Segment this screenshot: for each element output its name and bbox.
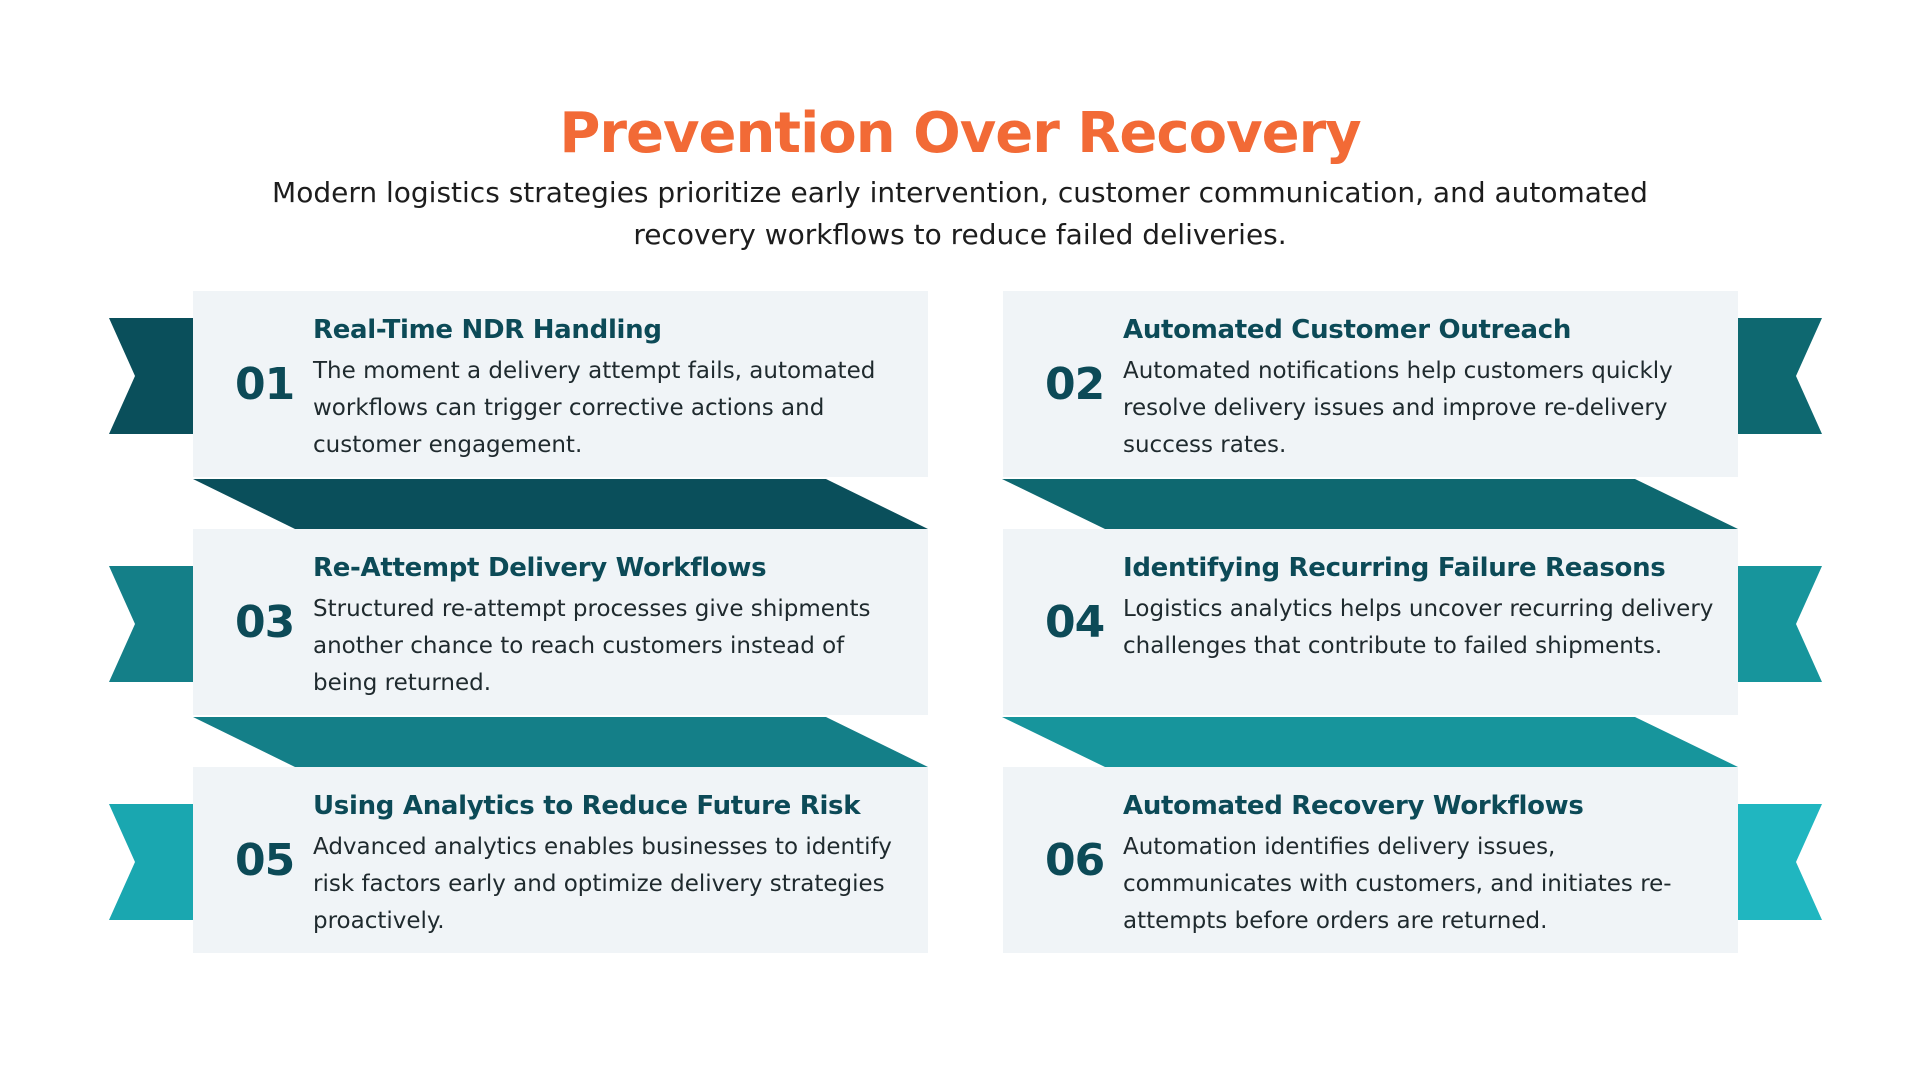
page-subtitle: Modern logistics strategies prioritize e… xyxy=(272,176,1648,251)
step-card-05: 05 Using Analytics to Reduce Future Risk… xyxy=(193,767,928,953)
step-title: Automated Customer Outreach xyxy=(1123,315,1572,345)
step-title: Automated Recovery Workflows xyxy=(1123,791,1584,821)
step-number: 03 xyxy=(235,596,295,648)
ribbon-tail-left-1 xyxy=(109,318,193,434)
step-number: 04 xyxy=(1045,596,1105,648)
step-title: Real-Time NDR Handling xyxy=(313,315,662,345)
ribbon-tail-left-2 xyxy=(109,566,193,682)
step-text: Advanced analytics enables businesses to… xyxy=(313,834,892,934)
step-text: Automation identifies delivery issues, c… xyxy=(1123,834,1672,934)
ribbon-fold-right-1 xyxy=(1002,479,1738,529)
step-number: 05 xyxy=(235,834,295,886)
step-text: Automated notifications help customers q… xyxy=(1123,358,1673,458)
ribbon-tail-right-3 xyxy=(1738,804,1822,920)
page-title: Prevention Over Recovery xyxy=(559,101,1361,166)
step-card-06: 06 Automated Recovery Workflows Automati… xyxy=(1003,767,1738,953)
step-card-03: 03 Re-Attempt Delivery Workflows Structu… xyxy=(193,529,928,715)
step-text: The moment a delivery attempt fails, aut… xyxy=(313,358,876,458)
ribbon-tail-right-2 xyxy=(1738,566,1822,682)
step-text: Logistics analytics helps uncover recurr… xyxy=(1123,596,1714,659)
step-text: Structured re-attempt processes give shi… xyxy=(313,596,871,696)
step-title: Identifying Recurring Failure Reasons xyxy=(1123,553,1666,583)
step-card-04: 04 Identifying Recurring Failure Reasons… xyxy=(1003,529,1738,715)
step-title: Using Analytics to Reduce Future Risk xyxy=(313,791,861,821)
ribbon-fold-left-2 xyxy=(193,717,928,767)
ribbon-tail-left-3 xyxy=(109,804,193,920)
step-number: 01 xyxy=(235,358,295,410)
ribbon-fold-left-1 xyxy=(193,479,928,529)
step-title: Re-Attempt Delivery Workflows xyxy=(313,553,767,583)
ribbon-tail-right-1 xyxy=(1738,318,1822,434)
step-card-01: 01 Real-Time NDR Handling The moment a d… xyxy=(193,291,928,477)
ribbon-fold-right-2 xyxy=(1002,717,1738,767)
step-card-02: 02 Automated Customer Outreach Automated… xyxy=(1003,291,1738,477)
step-number: 02 xyxy=(1045,358,1105,410)
step-number: 06 xyxy=(1045,834,1105,886)
